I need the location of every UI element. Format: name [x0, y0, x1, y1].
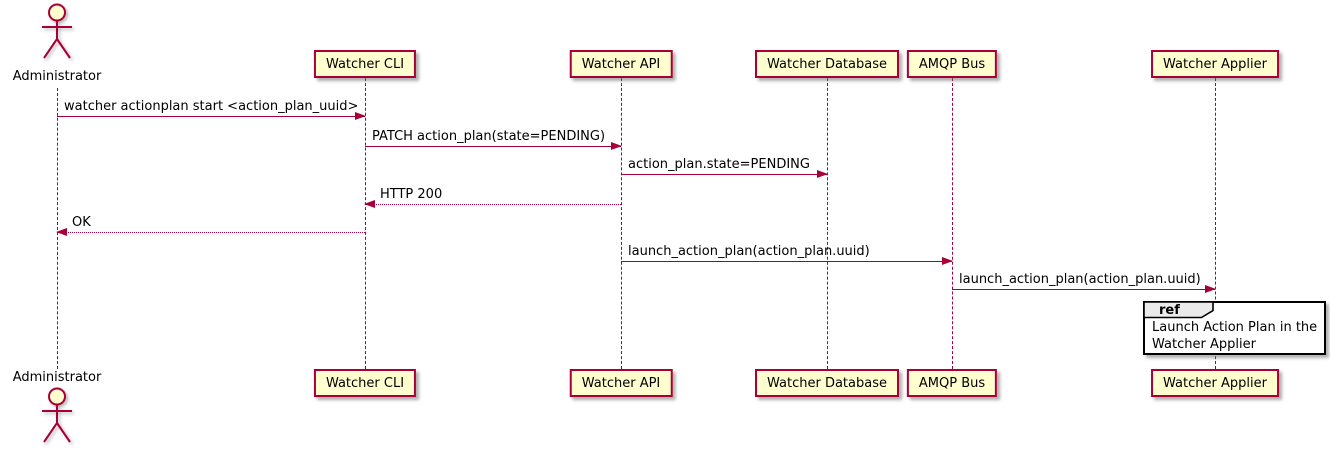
actor-label-administrator: Administrator: [12, 69, 102, 84]
lifeline-amqp-bus: [952, 78, 953, 369]
message-label-7: launch_action_plan(action_plan.uuid): [959, 272, 1201, 287]
message-label-6: launch_action_plan(action_plan.uuid): [628, 244, 870, 259]
arrowhead-icon: [942, 257, 953, 265]
message-label-3: action_plan.state=PENDING: [628, 157, 810, 172]
lifeline-watcher-applier: [1215, 78, 1216, 369]
ref-text-line-1: Launch Action Plan in the: [1152, 320, 1318, 335]
participant-box-bottom-watcher-applier: Watcher Applier: [1151, 369, 1279, 397]
participant-box-bottom-amqp-bus: AMQP Bus: [906, 369, 998, 397]
ref-text: Launch Action Plan in the Watcher Applie…: [1152, 319, 1317, 353]
message-line-6: [621, 261, 952, 262]
message-label-4: HTTP 200: [380, 187, 443, 202]
arrowhead-icon: [56, 228, 67, 236]
message-line-2: [365, 146, 621, 147]
participant-box-watcher-database: Watcher Database: [755, 50, 899, 78]
participant-box-watcher-api: Watcher API: [569, 50, 673, 78]
lifeline-watcher-api: [621, 78, 622, 369]
actor-figure-administrator: [34, 3, 80, 63]
arrowhead-icon: [611, 142, 622, 150]
person-icon: [42, 387, 72, 443]
arrowhead-icon: [355, 112, 366, 120]
actor-label-bottom-administrator: Administrator: [12, 370, 102, 385]
participant-box-bottom-watcher-database: Watcher Database: [755, 369, 899, 397]
lifeline-watcher-database: [827, 78, 828, 369]
arrowhead-icon: [817, 170, 828, 178]
message-line-4: [365, 204, 621, 205]
arrowhead-icon: [1205, 285, 1216, 293]
participant-box-watcher-cli: Watcher CLI: [313, 50, 417, 78]
actor-figure-bottom-administrator: [34, 387, 80, 447]
message-line-7: [952, 289, 1215, 290]
ref-keyword: ref: [1159, 303, 1180, 318]
message-label-1: watcher actionplan start <action_plan_uu…: [64, 99, 359, 114]
participant-box-bottom-watcher-cli: Watcher CLI: [313, 369, 417, 397]
ref-fragment: ref Launch Action Plan in the Watcher Ap…: [1143, 301, 1326, 355]
message-line-1: [57, 116, 365, 117]
ref-tab-icon: [1143, 301, 1214, 319]
message-line-3: [621, 174, 827, 175]
ref-text-line-2: Watcher Applier: [1152, 337, 1256, 352]
participant-box-amqp-bus: AMQP Bus: [906, 50, 998, 78]
message-label-2: PATCH action_plan(state=PENDING): [372, 129, 606, 144]
message-label-5: OK: [72, 215, 91, 230]
arrowhead-icon: [364, 200, 375, 208]
message-line-5: [57, 232, 365, 233]
lifeline-watcher-cli: [365, 78, 366, 369]
person-icon: [42, 3, 72, 59]
participant-box-watcher-applier: Watcher Applier: [1151, 50, 1279, 78]
participant-box-bottom-watcher-api: Watcher API: [569, 369, 673, 397]
